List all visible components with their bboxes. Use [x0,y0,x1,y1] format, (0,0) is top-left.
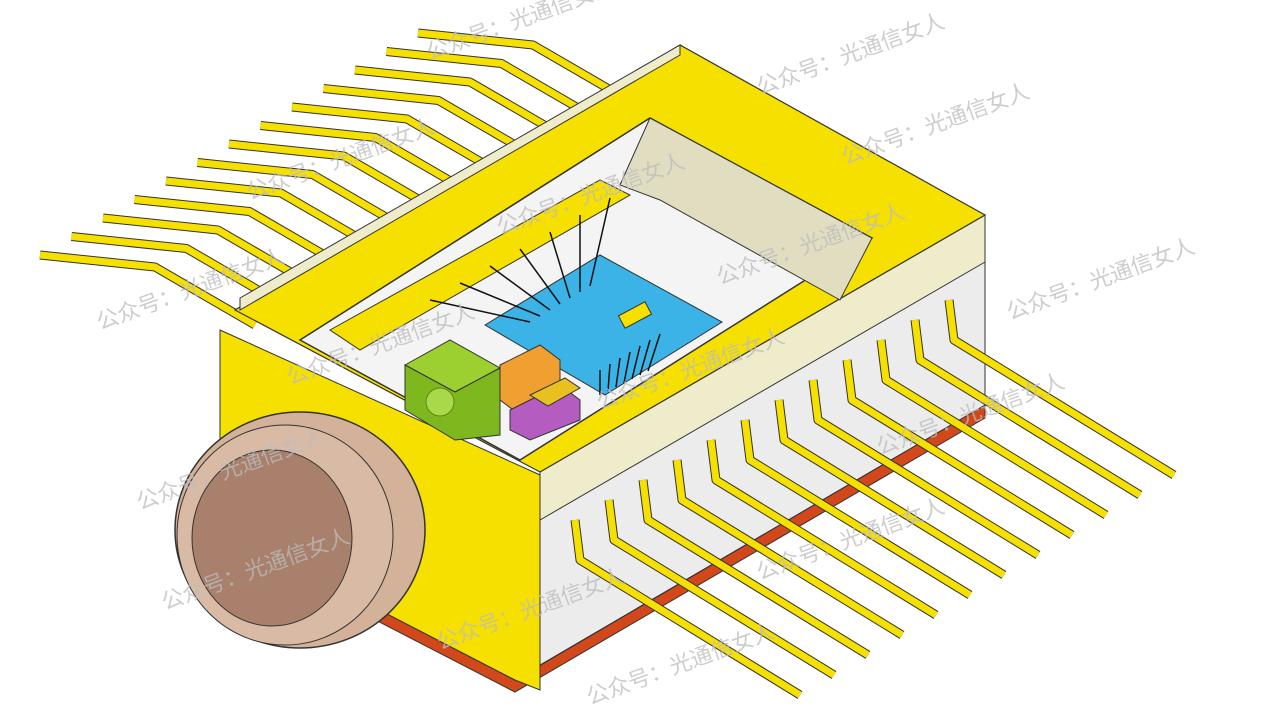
bond-wire [459,282,541,317]
right-lead [945,299,1176,478]
left-lead [354,66,572,144]
right-leads [570,299,1177,699]
left-lead [102,214,320,292]
right-lead [741,419,972,598]
bond-wire [615,357,621,388]
right-lead [571,519,802,698]
left-leads [39,28,636,329]
bond-wire [631,345,641,380]
left-lead [417,29,635,107]
left-lead [71,233,289,310]
watermark-text: 公众号：光通信女人 [839,79,1034,170]
left-lead [260,122,478,199]
flange-bore [191,449,353,627]
right-lead [605,499,836,678]
left-lead [386,48,604,125]
chip [617,301,653,329]
bond-wire [429,299,531,323]
bond-wires [429,197,661,395]
bond-wire [589,197,611,287]
component-gold [528,377,581,407]
bond-wire [647,333,661,372]
left-lead [39,251,257,329]
bond-wire [489,265,551,311]
watermark-text: 公众号：光通信女人 [754,9,949,100]
watermark-text: 公众号：光通信女人 [1004,234,1199,325]
left-lead [228,140,446,218]
left-lead [165,177,383,255]
left-lead [134,196,352,273]
right-lead [707,439,938,618]
right-lead [809,379,1040,558]
right-lead [911,319,1142,498]
bond-wire [639,339,651,376]
bond-wire [623,351,631,384]
bond-wire [519,248,561,305]
cavity-back-wall [619,117,873,301]
right-lead [775,399,1006,578]
right-lead [877,339,1108,518]
right-lead [639,479,870,658]
watermark-text: 公众号：光通信女人 [424,0,619,66]
left-lead [197,159,415,236]
inner-ledge [329,179,632,351]
bond-wire [607,363,611,392]
left-lead [291,103,509,181]
lid-rim-left [239,44,681,311]
bond-wire [549,231,571,299]
left-lead [323,85,541,162]
pcb-substrate [484,254,723,396]
right-lead [843,359,1074,538]
right-lead [673,459,904,638]
lens [425,387,455,417]
